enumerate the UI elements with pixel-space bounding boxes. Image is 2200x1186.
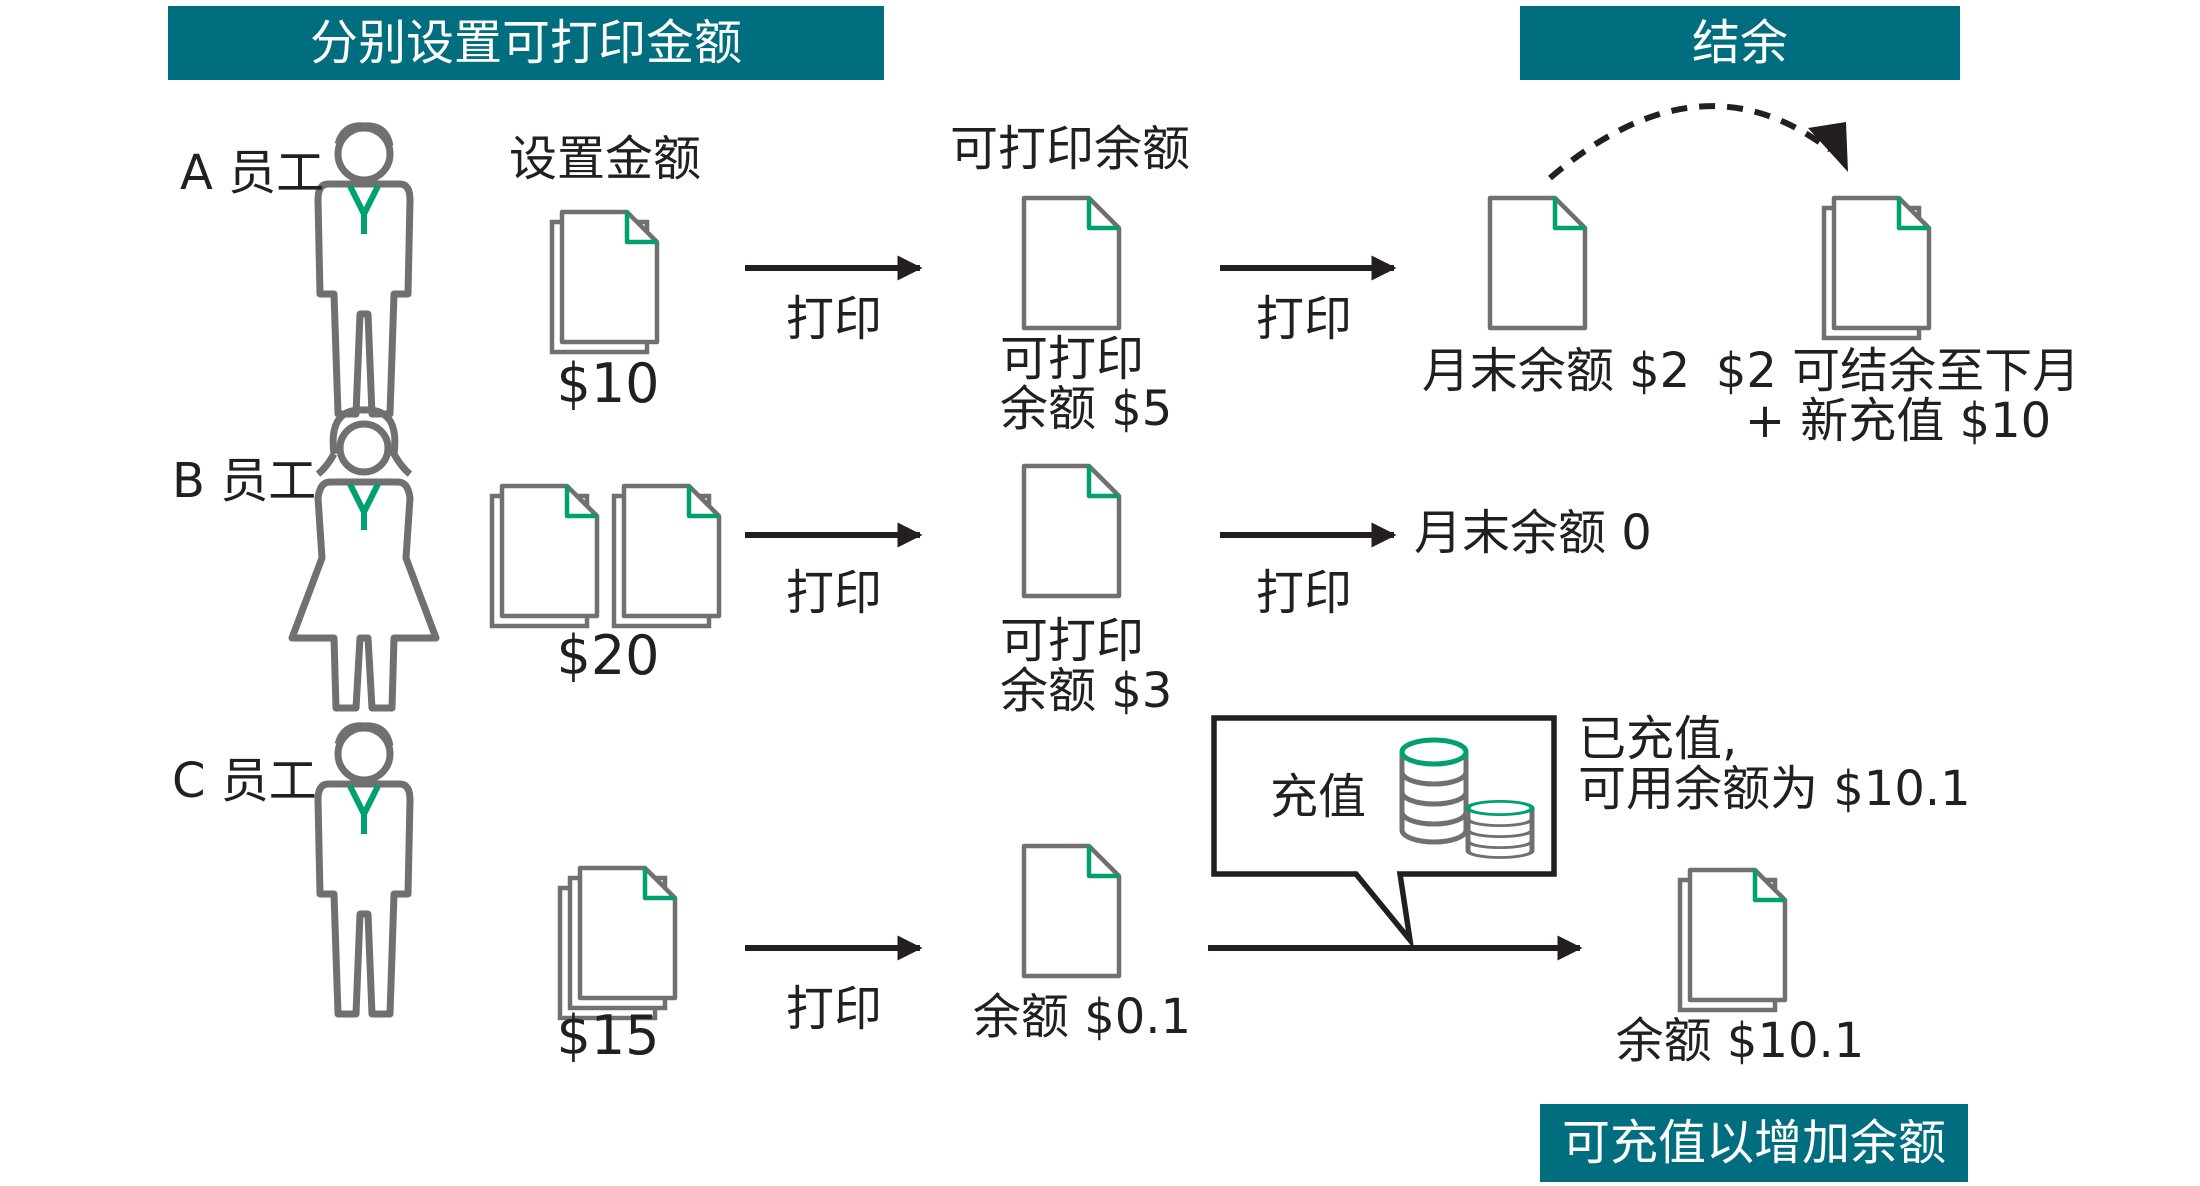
employee-a-balance: 可打印 余额 $5 [1000, 334, 1172, 435]
header-carry-over: 结余 [1520, 6, 1960, 80]
recharge-note-line1: 已充值, [1578, 711, 1738, 767]
coin-stack-icon [1402, 740, 1466, 842]
employee-c-balance: 余额 $0.1 [972, 989, 1192, 1045]
coin-stack-icon [1468, 801, 1532, 857]
print-label: 打印 [786, 981, 883, 1037]
employee-b-amount: $20 [556, 624, 660, 687]
recharge-note: 已充值, 可用余额为 $10.1 [1578, 714, 1971, 815]
print-label: 打印 [1256, 565, 1353, 621]
recharge-bubble-label: 充值 [1270, 769, 1367, 825]
employee-c-final-balance: 余额 $10.1 [1615, 1013, 1865, 1069]
employee-c-name: C 员工 [172, 753, 317, 809]
recharge-note-line2: 可用余额为 $10.1 [1578, 761, 1971, 818]
employee-a-balance-line1: 可打印 [1000, 331, 1145, 387]
document-stack-icon [560, 868, 675, 1018]
header-top-up: 可充值以增加余额 [1540, 1104, 1968, 1182]
document-stack-icon [1680, 870, 1785, 1010]
dashed-curved-arrow-icon [1548, 103, 1832, 181]
document-icon [1490, 198, 1585, 328]
recharge-bubble [1211, 715, 1557, 950]
employee-a-amount: $10 [556, 352, 660, 415]
document-stack-icon [1824, 198, 1929, 338]
print-label: 打印 [786, 291, 883, 347]
document-stack-icon [552, 212, 657, 352]
employee-a-month-end: 月末余额 $2 [1421, 343, 1691, 399]
document-stack-icon [614, 486, 719, 626]
column-printable-balance: 可打印余额 [949, 121, 1191, 177]
employee-c-amount: $15 [556, 1004, 660, 1067]
header-set-amount: 分别设置可打印金额 [168, 6, 884, 80]
employee-a-carry-over: $2 可结余至下月 + 新充值 $10 [1716, 346, 2080, 447]
employee-b-balance-line2: 余额 $3 [1000, 663, 1173, 720]
dashed-arrowhead-icon [1808, 122, 1848, 172]
employee-a-carry-line1: $2 可结余至下月 [1715, 343, 2081, 399]
employee-a-balance-line2: 余额 $5 [1000, 381, 1173, 438]
column-set-amount: 设置金额 [508, 131, 702, 187]
employee-b-balance-line1: 可打印 [1000, 613, 1145, 669]
employee-b-balance: 可打印 余额 $3 [1000, 616, 1172, 717]
document-icon [1024, 846, 1119, 976]
print-label: 打印 [786, 565, 883, 621]
document-icon [1024, 198, 1119, 328]
employee-b-name: B 员工 [172, 453, 317, 509]
employee-a-carry-line2: + 新充值 $10 [1744, 393, 2052, 450]
employee-a-name: A 员工 [180, 145, 325, 201]
document-stack-icon [492, 486, 597, 626]
document-icon [1024, 466, 1119, 596]
person-c-icon [318, 726, 410, 1014]
print-label: 打印 [1256, 291, 1353, 347]
person-a-icon [318, 126, 410, 414]
employee-b-month-end: 月末余额 0 [1414, 505, 1652, 561]
